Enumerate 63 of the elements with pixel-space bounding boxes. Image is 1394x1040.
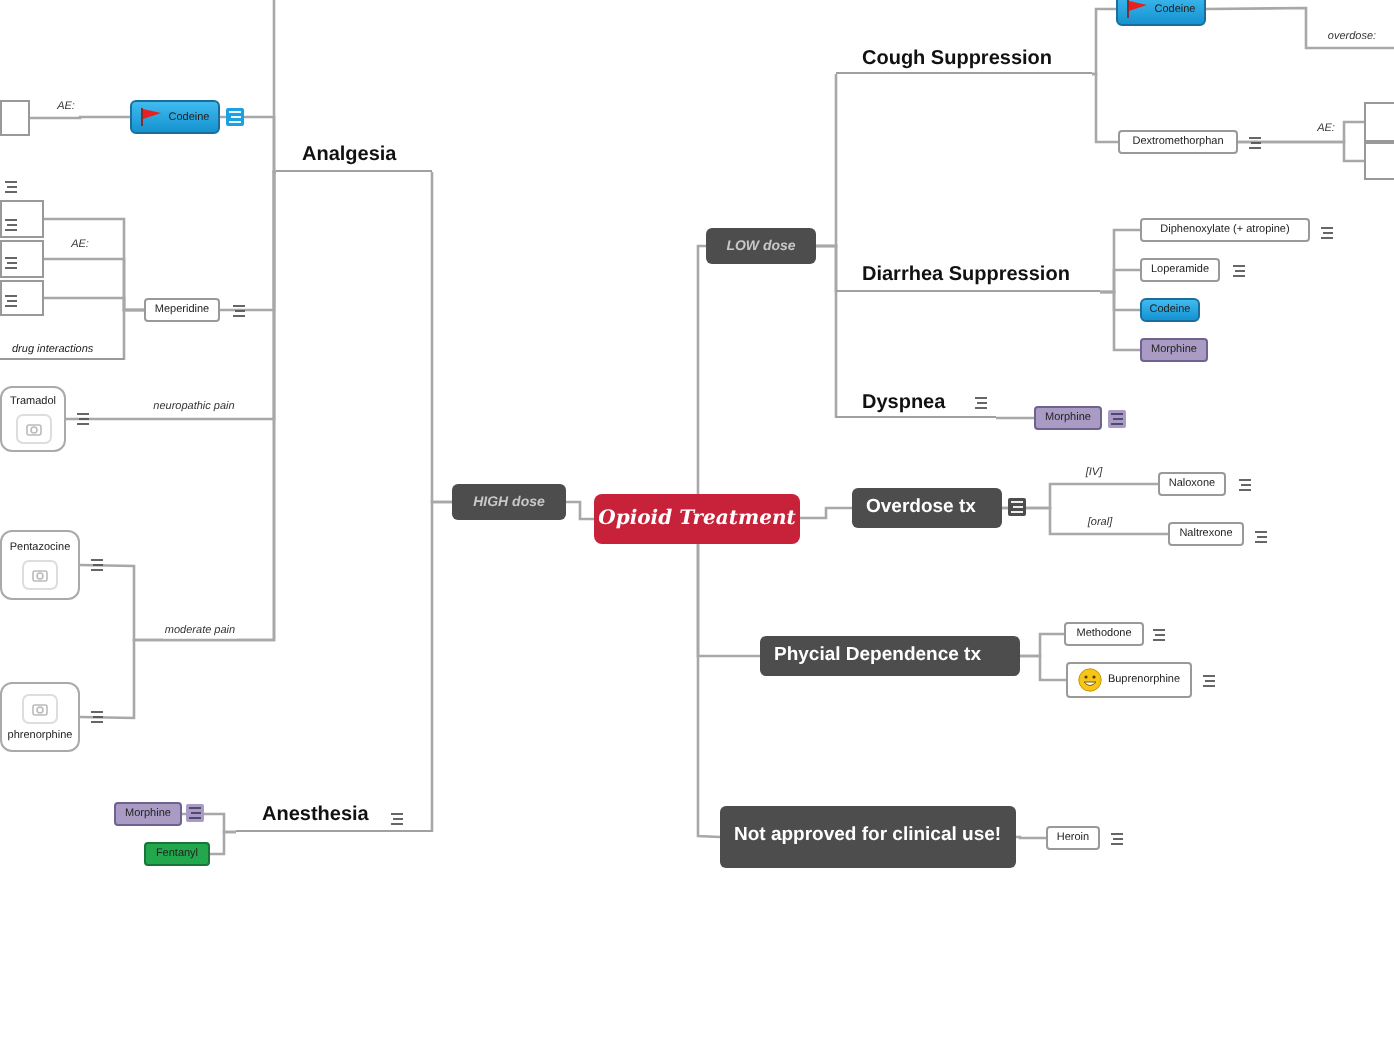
drug-box (1140, 338, 1208, 362)
topic-heading (836, 44, 1092, 74)
drug-box (1158, 472, 1226, 496)
topic-label: Cough Suppression (862, 47, 1052, 69)
connector-line (696, 544, 721, 839)
drug-box (130, 100, 220, 134)
connector-line (1100, 290, 1140, 352)
connector-line (30, 115, 130, 120)
connector-line (1092, 7, 1116, 76)
drug-card (0, 386, 66, 452)
empty-box (0, 100, 30, 136)
connector-line (1020, 654, 1066, 682)
drug-box (144, 842, 210, 866)
connector-line (996, 416, 1034, 420)
connector-line (566, 500, 594, 521)
connector-line (696, 244, 706, 494)
connector-line (220, 115, 277, 174)
subtopic-text (0, 340, 124, 360)
drug-box (1116, 0, 1206, 26)
drug-box (1034, 406, 1102, 430)
topic-label: Diarrhea Suppression (862, 264, 1070, 286)
drug-card (0, 682, 80, 752)
root-node (594, 494, 800, 544)
drug-box (1140, 298, 1200, 322)
empty-box (0, 200, 44, 238)
connector-line (816, 244, 838, 420)
drug-card (0, 530, 80, 600)
topic-box (720, 806, 1016, 868)
connector-line (430, 500, 452, 834)
topic-label: Dyspnea (862, 391, 946, 413)
drug-box (1066, 662, 1192, 698)
drug-box (114, 802, 182, 826)
drug-box (144, 298, 220, 322)
topic-label: Overdose tx (866, 495, 976, 521)
connector-line (1206, 6, 1394, 50)
connector-line (1002, 506, 1168, 536)
root-label: Opioid Treatment (598, 508, 796, 530)
connector-line (1015, 835, 1046, 840)
connector-line (800, 506, 852, 520)
topic-box (760, 636, 1020, 676)
drug-box (1168, 522, 1244, 546)
topic-label: Phycial Dependence tx (774, 643, 981, 669)
connector-line (122, 308, 144, 362)
drug-box (1140, 218, 1310, 242)
topic-box (452, 484, 566, 520)
topic-label: Anesthesia (262, 804, 369, 826)
drug-box (1064, 622, 1144, 646)
topic-label: Not approved for clinical use! (734, 824, 1002, 850)
topic-heading (236, 800, 432, 832)
drug-box (1046, 826, 1100, 850)
topic-heading (836, 388, 996, 418)
topic-box (706, 228, 816, 264)
drug-box (1140, 258, 1220, 282)
empty-box (0, 280, 44, 316)
topic-heading (836, 260, 1100, 292)
topic-label: Analgesia (302, 144, 397, 166)
topic-heading (276, 140, 432, 172)
drug-box (1118, 130, 1238, 154)
connector-line (210, 830, 236, 856)
empty-box (0, 240, 44, 278)
connector-line (1238, 140, 1364, 163)
topic-box (852, 488, 1002, 528)
connector-line (1092, 72, 1118, 144)
